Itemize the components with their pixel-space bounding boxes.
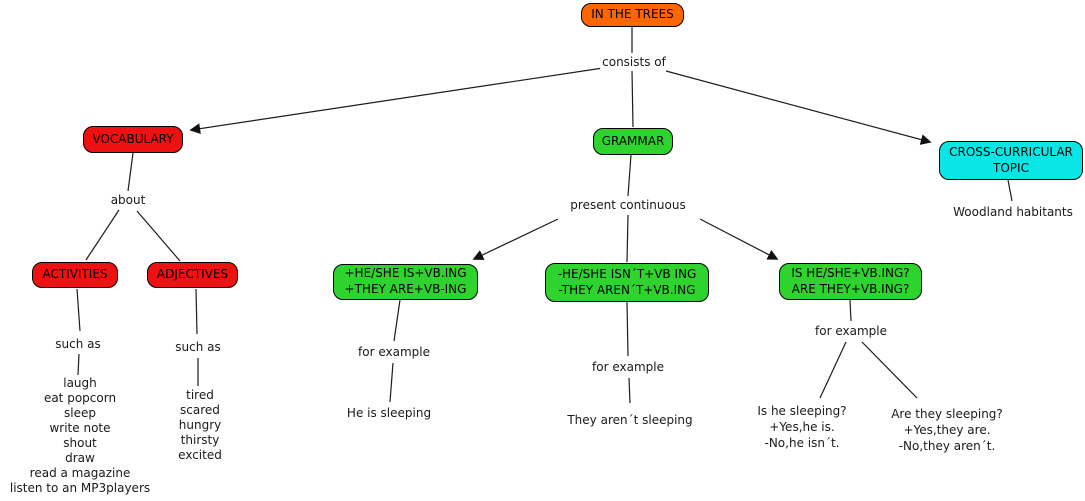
linking-phrase-such-as-adjectives: such as [173,340,223,354]
connector-line [77,353,80,376]
concept-node-activities[interactable]: ACTIVITIES [32,262,118,288]
connector-line [389,362,394,403]
list-item: read a magazine [29,466,131,480]
list-item: write note [49,421,111,435]
example-are-they-sleeping: Are they sleeping? +Yes,they are. -No,th… [891,407,1003,453]
concept-node-adjectives[interactable]: ADJECTIVES [147,262,238,288]
connector-line [628,377,631,404]
example-he-is-sleeping: He is sleeping [346,406,432,420]
topic-note-woodland-habitants: Woodland habitants [953,205,1073,219]
list-item: shout [63,436,97,450]
connector-line [627,154,632,197]
connector-line [472,218,559,260]
connector-line [626,301,629,357]
list-item: thirsty [180,433,220,447]
list-item: sleep [64,406,96,420]
connector-line [76,288,81,332]
connector-line [849,299,852,322]
connector-line [136,210,181,262]
list-item: scared [180,403,220,417]
adjectives-word-list: tired scared hungry thirsty excited [178,388,222,463]
example-they-arent-sleeping: They aren´t sleeping [567,413,693,427]
list-item: draw [65,451,95,465]
list-item: excited [178,448,222,462]
connector-line [631,70,634,128]
list-item: eat popcorn [43,391,117,405]
example-is-he-sleeping: Is he sleeping? +Yes,he is. -No,he isn´t… [757,404,847,450]
connector-line [699,218,779,260]
concept-node-interrogative-form[interactable]: IS HE/SHE+VB.ING? ARE THEY+VB.ING? [779,263,922,300]
concept-node-cross-curricular-topic[interactable]: CROSS-CURRICULAR TOPIC [939,141,1083,180]
concept-node-grammar[interactable]: GRAMMAR [593,128,673,155]
linking-phrase-such-as-activities: such as [53,337,103,351]
connector-line [393,299,401,342]
connector-line [189,67,604,134]
connector-line [195,288,198,335]
connector-line [85,209,120,261]
linking-phrase-present-continuous: present continuous [568,198,688,212]
linking-phrase-for-example-negative: for example [590,360,666,374]
concept-node-affirmative-form[interactable]: +HE/SHE IS+VB.ING +THEY ARE+VB-ING [333,264,478,300]
concept-node-vocabulary[interactable]: VOCABULARY [83,126,183,153]
concept-node-in-the-trees[interactable]: IN THE TREES [581,3,684,27]
connector-line [861,341,918,399]
activities-word-list: laugh eat popcorn sleep write note shout… [10,376,150,496]
list-item: listen to an MP3players [9,481,151,495]
list-item: tired [186,388,214,402]
linking-phrase-about: about [108,193,148,207]
connector-line [626,214,629,263]
connector-line [665,70,932,145]
list-item: hungry [178,418,222,432]
connector-line [1007,179,1013,202]
linking-phrase-for-example-affirmative: for example [356,345,432,359]
linking-phrase-for-example-interrogative: for example [813,324,889,338]
concept-node-negative-form[interactable]: -HE/SHE ISN´T+VB ING -THEY AREN´T+VB.ING [545,263,709,302]
connector-line [819,341,847,399]
list-item: laugh [63,376,97,390]
linking-phrase-consists-of: consists of [600,55,668,69]
connector-line [127,152,134,192]
